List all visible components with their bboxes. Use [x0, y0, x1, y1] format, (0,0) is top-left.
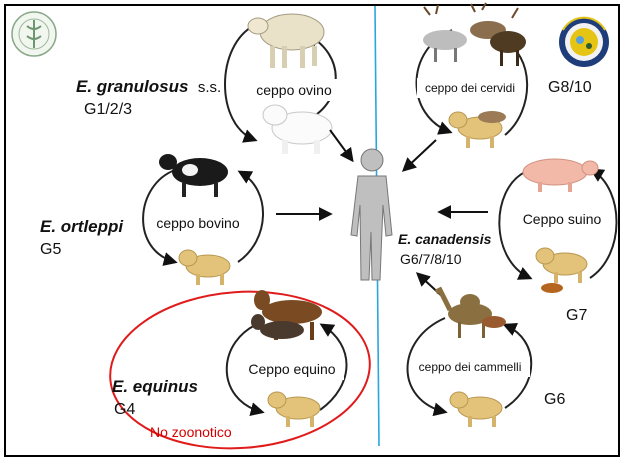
- no-zoonotic-note: No zoonotico: [150, 424, 232, 440]
- strain-label-cervids: ceppo dei cervidi: [425, 81, 515, 95]
- genotype-label-g5: G5: [40, 241, 61, 258]
- species-label-granulosus: E. granulosus s.s.: [76, 77, 221, 96]
- genotype-label-g67810: G6/7/8/10: [400, 251, 462, 267]
- species-label-ortleppi: E. ortleppi: [40, 217, 124, 236]
- genotype-label-g4: G4: [114, 401, 135, 418]
- iss-logo-icon: [12, 12, 56, 56]
- genotype-label-g123: G1/2/3: [84, 101, 132, 118]
- strain-label-pig: Ceppo suino: [523, 211, 602, 227]
- strain-label-ovine: ceppo ovino: [256, 82, 332, 98]
- genotype-label-g7: G7: [566, 307, 587, 324]
- strain-label-bovine: ceppo bovino: [156, 215, 240, 231]
- strain-label-equine: Ceppo equino: [248, 361, 335, 377]
- genotype-label-g810: G8/10: [548, 79, 592, 96]
- genotype-label-g6: G6: [544, 391, 565, 408]
- circular-logo-icon: [559, 17, 609, 67]
- species-label-canadensis: E. canadensis: [398, 231, 492, 247]
- strain-label-camel: ceppo dei cammelli: [419, 360, 522, 374]
- wolf-icon: [478, 111, 506, 123]
- species-label-equinus: E. equinus: [112, 377, 198, 396]
